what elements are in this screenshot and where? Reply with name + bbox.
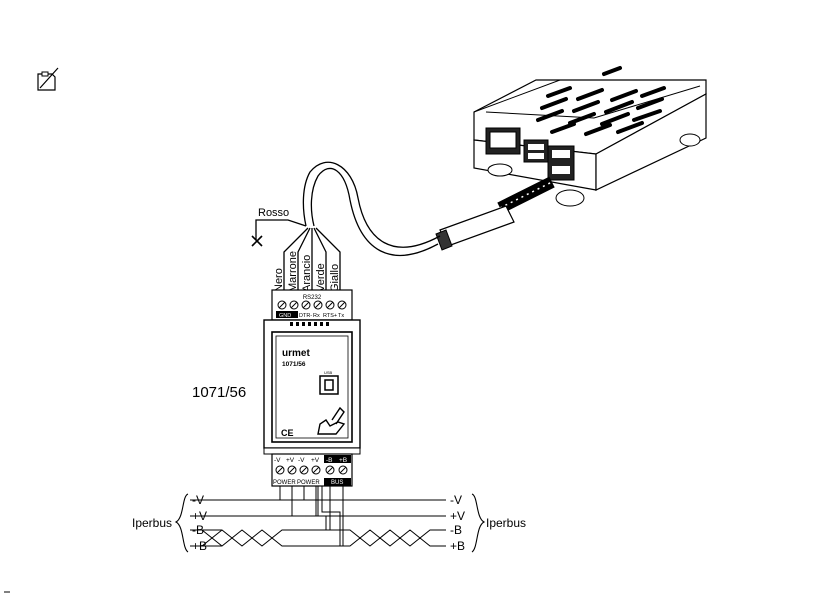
- left-brace: [176, 494, 188, 552]
- note-pencil-icon: [38, 68, 58, 90]
- bus-right-plus-v: +V: [450, 509, 465, 523]
- terminal-dtr: DTR-: [299, 313, 312, 319]
- usb-label: USB: [324, 370, 333, 375]
- rosso-label: Rosso: [258, 207, 289, 219]
- wire-label-verde: Verde: [315, 263, 327, 292]
- bus-right-plus-b: +B: [450, 539, 465, 553]
- iperbus-left-label: Iperbus: [132, 516, 172, 530]
- rosso-wire: Rosso: [252, 207, 306, 246]
- power-group-labels: POWER POWER BUS: [273, 480, 343, 486]
- bus-left-minus-v: -V: [192, 493, 204, 507]
- bus-right-minus-v: -V: [450, 493, 462, 507]
- group-bus: BUS: [331, 480, 343, 486]
- terminal-minus-b: -B: [326, 457, 333, 464]
- bus-left-plus-b: +B: [192, 539, 207, 553]
- wire-label-arancio: Arancio: [301, 255, 313, 292]
- terminal-minus-v-1: -V: [274, 457, 281, 464]
- brand-logo: urmet: [282, 348, 310, 359]
- terminal-rx: Rx: [313, 313, 320, 319]
- terminal-gnd: GND: [279, 313, 291, 319]
- wire-label-nero: Nero: [273, 268, 285, 292]
- terminal-rts: RTS+: [323, 313, 337, 319]
- bus-labels-right: -V +V -B +B: [450, 493, 465, 553]
- wire-label-giallo: Giallo: [329, 264, 341, 292]
- module-code: 1071/56: [282, 361, 306, 368]
- wire-label-marrone: Marrone: [287, 251, 299, 292]
- rs232-label: RS232: [303, 295, 322, 301]
- group-power-1: POWER: [273, 480, 296, 486]
- group-power-2: POWER: [297, 480, 320, 486]
- iperbus-right-label: Iperbus: [486, 516, 526, 530]
- interface-module: RS232 GND DTR- Rx RTS+ Tx urmet 1071/56 …: [264, 290, 360, 486]
- terminal-plus-v-2: +V: [311, 457, 320, 464]
- bus-wiring: [190, 486, 446, 546]
- terminal-plus-b: +B: [339, 457, 347, 464]
- right-brace: [472, 494, 484, 552]
- x-mark-icon: [252, 236, 262, 246]
- terminal-tx: Tx: [338, 313, 344, 319]
- terminal-minus-v-2: -V: [298, 457, 305, 464]
- bus-right-minus-b: -B: [450, 523, 462, 537]
- device-label: 1071/56: [192, 384, 246, 401]
- bus-labels-left: -V +V -B +B: [192, 493, 207, 553]
- ce-mark: CE: [281, 428, 294, 438]
- wire-color-labels: Nero Marrone Arancio Verde Giallo: [273, 251, 341, 292]
- bus-left-minus-b: -B: [192, 523, 204, 537]
- terminal-plus-v-1: +V: [286, 457, 295, 464]
- usb-cable: [303, 162, 552, 255]
- usb-port: [320, 376, 338, 394]
- rs232-terminal-labels: GND DTR- Rx RTS+ Tx: [279, 313, 344, 319]
- bus-left-plus-v: +V: [192, 509, 207, 523]
- raspberry-pi-case: [474, 68, 706, 206]
